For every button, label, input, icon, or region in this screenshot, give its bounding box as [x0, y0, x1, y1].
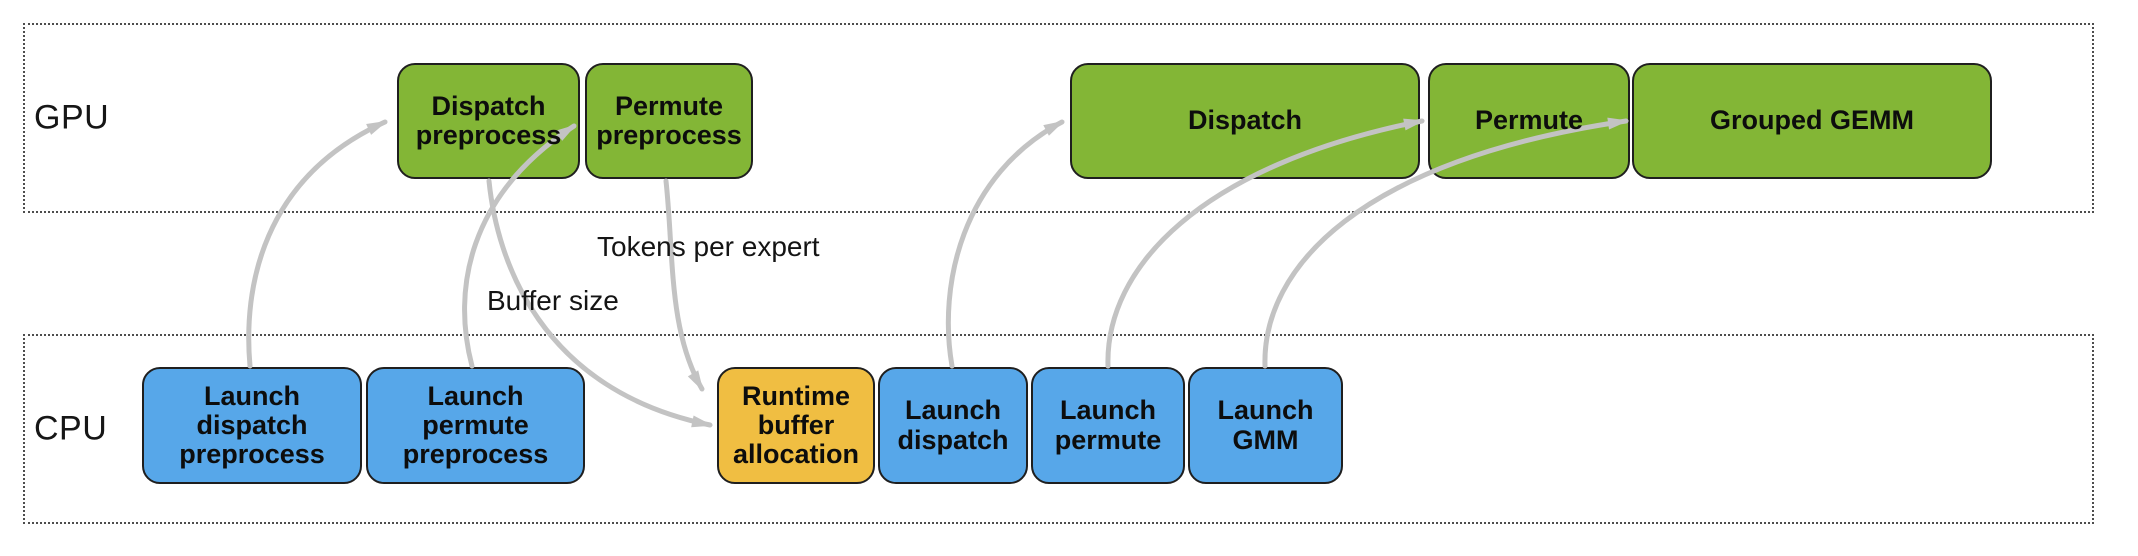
- gpu-box-permute-preprocess-label: Permute preprocess: [596, 90, 742, 150]
- gpu-box-grouped-gemm-label: Grouped GEMM: [1710, 105, 1914, 136]
- cpu-box-launch-permute-label: Launch permute: [1054, 395, 1162, 455]
- gpu-box-permute-label: Permute: [1474, 105, 1584, 136]
- gpu-box-dispatch: Dispatch: [1070, 63, 1420, 179]
- cpu-box-launch-gmm-label: Launch GMM: [1217, 395, 1314, 455]
- cpu-box-launch-gmm: Launch GMM: [1188, 367, 1343, 484]
- cpu-box-launch-dispatch-preprocess-label: Launch dispatch preprocess: [179, 380, 325, 470]
- gpu-box-dispatch-label: Dispatch: [1187, 105, 1303, 136]
- gpu-box-permute-preprocess: Permute preprocess: [585, 63, 753, 179]
- cpu-box-launch-dispatch-preprocess: Launch dispatch preprocess: [142, 367, 362, 484]
- cpu-box-launch-dispatch-label: Launch dispatch: [897, 395, 1009, 455]
- annotation-tokens-per-expert: Tokens per expert: [597, 231, 820, 262]
- cpu-box-launch-permute-preprocess-label: Launch permute preprocess: [402, 380, 549, 470]
- gpu-box-grouped-gemm: Grouped GEMM: [1632, 63, 1992, 179]
- gpu-box-dispatch-preprocess-label: Dispatch preprocess: [415, 90, 562, 150]
- cpu-lane-label: CPU: [34, 409, 108, 448]
- annotation-buffer-size: Buffer size: [487, 285, 619, 316]
- gpu-box-permute: Permute: [1428, 63, 1630, 179]
- cpu-box-runtime-buffer-allocation-label: Runtime buffer allocation: [732, 380, 860, 470]
- gpu-box-dispatch-preprocess: Dispatch preprocess: [397, 63, 580, 179]
- cpu-box-launch-permute: Launch permute: [1031, 367, 1185, 484]
- cpu-box-launch-permute-preprocess: Launch permute preprocess: [366, 367, 585, 484]
- gpu-lane-label: GPU: [34, 98, 110, 137]
- cpu-box-launch-dispatch: Launch dispatch: [878, 367, 1028, 484]
- cpu-box-runtime-buffer-allocation: Runtime buffer allocation: [717, 367, 875, 484]
